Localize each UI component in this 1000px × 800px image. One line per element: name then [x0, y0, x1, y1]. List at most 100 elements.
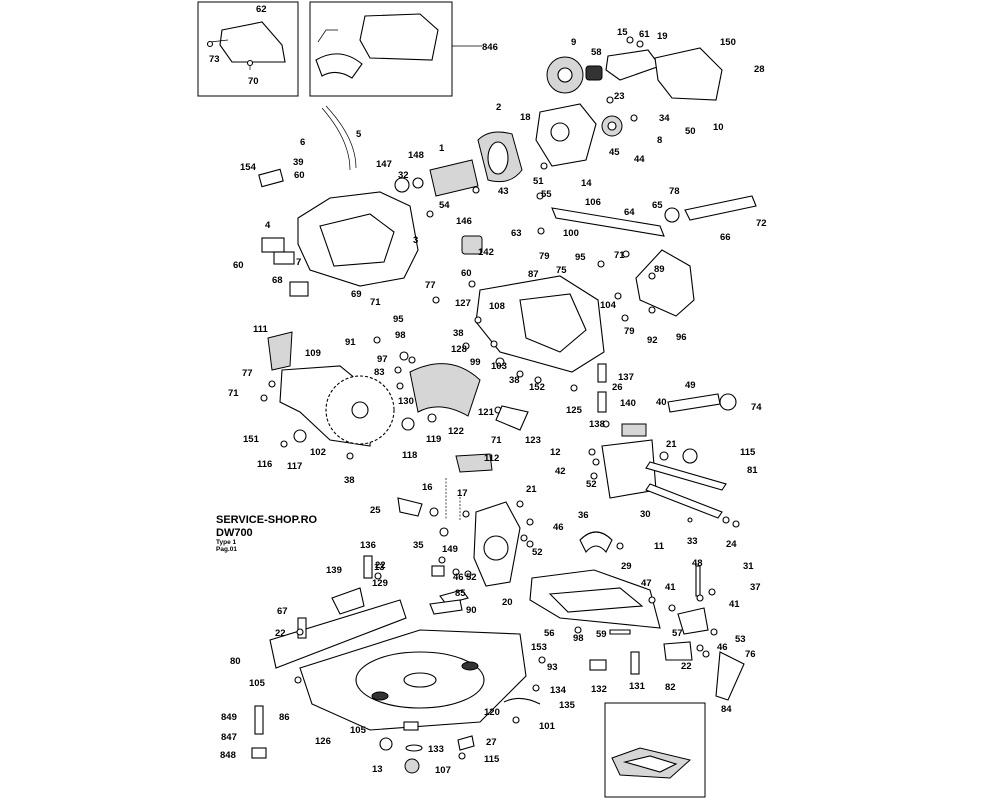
callout-1: 1	[439, 143, 445, 154]
callout-119: 119	[426, 434, 441, 445]
callout-95: 95	[575, 252, 586, 263]
callout-2: 2	[496, 102, 501, 113]
callout-106: 106	[585, 197, 601, 208]
callout-77: 77	[242, 368, 253, 379]
armature-1	[429, 159, 479, 197]
callout-74: 74	[751, 402, 762, 413]
callout-20: 20	[502, 597, 513, 608]
callout-149: 149	[442, 544, 458, 555]
knob-112	[455, 453, 493, 473]
callout-38: 38	[344, 475, 355, 486]
callout-7: 7	[296, 257, 301, 268]
callout-111: 111	[253, 324, 269, 335]
callout-19: 19	[657, 31, 668, 42]
brush-cap	[289, 281, 309, 297]
callout-9: 9	[571, 37, 576, 48]
callout-46: 46	[453, 572, 464, 583]
callout-151: 151	[243, 434, 260, 445]
callout-71: 71	[614, 250, 625, 261]
page-label: Pag.01	[216, 546, 237, 553]
callout-133: 133	[428, 744, 444, 755]
callout-99: 99	[470, 357, 481, 368]
scale-36	[579, 531, 613, 553]
callout-90: 90	[466, 605, 477, 616]
link-106	[551, 207, 665, 237]
callout-105: 105	[350, 725, 367, 736]
callout-126: 126	[315, 736, 331, 747]
callout-27: 27	[486, 737, 497, 748]
callout-101: 101	[539, 721, 556, 732]
callout-66: 66	[720, 232, 731, 243]
callout-26: 26	[612, 382, 623, 393]
callout-43: 43	[498, 186, 509, 197]
latch-92	[635, 249, 695, 317]
callout-153: 153	[531, 642, 547, 653]
callout-846: 846	[482, 42, 498, 53]
callout-138: 138	[589, 419, 605, 430]
callout-92: 92	[647, 335, 658, 346]
callout-849: 849	[221, 712, 237, 723]
callout-140: 140	[620, 398, 636, 409]
callout-136: 136	[360, 540, 376, 551]
callout-53: 53	[735, 634, 746, 645]
callout-67: 67	[277, 606, 288, 617]
callout-31: 31	[743, 561, 754, 572]
callout-47: 47	[641, 578, 652, 589]
callout-58: 58	[591, 47, 602, 58]
callout-125: 125	[566, 405, 583, 416]
callout-23: 23	[614, 91, 625, 102]
callout-35: 35	[413, 540, 424, 551]
callout-59: 59	[596, 629, 607, 640]
callout-100: 100	[563, 228, 579, 239]
callout-57: 57	[672, 628, 683, 639]
bolt-849	[254, 705, 264, 735]
callout-71: 71	[370, 297, 381, 308]
callout-71: 71	[491, 435, 502, 446]
callout-134: 134	[550, 685, 567, 696]
callout-87: 87	[528, 269, 539, 280]
bushing-26	[621, 423, 647, 437]
model-title: DW700	[216, 527, 253, 539]
callout-69: 69	[351, 289, 362, 300]
callout-60: 60	[461, 268, 472, 279]
callout-24: 24	[726, 539, 737, 550]
callout-76: 76	[745, 649, 756, 660]
callout-29: 29	[621, 561, 632, 572]
callout-115: 115	[740, 447, 756, 458]
label-154	[258, 168, 284, 188]
callout-25: 25	[370, 505, 381, 516]
callout-65: 65	[652, 200, 663, 211]
callout-80: 80	[230, 656, 241, 667]
pivot-pin-49	[667, 393, 721, 413]
callout-85: 85	[455, 588, 466, 599]
callout-75: 75	[556, 265, 567, 276]
callout-52: 52	[532, 547, 543, 558]
callout-71: 71	[228, 388, 239, 399]
callout-12: 12	[550, 447, 561, 458]
shaft-66	[684, 195, 757, 221]
dust-spout-111	[267, 331, 293, 371]
callout-37: 37	[750, 582, 761, 593]
callout-22: 22	[375, 560, 386, 571]
callout-98: 98	[573, 633, 584, 644]
callout-22: 22	[681, 661, 692, 672]
callout-132: 132	[591, 684, 607, 695]
callout-86: 86	[279, 712, 290, 723]
inset-836-box	[604, 702, 706, 798]
callout-77: 77	[425, 280, 436, 291]
callout-137: 137	[618, 372, 634, 383]
callout-52: 52	[586, 479, 597, 490]
callout-15: 15	[617, 27, 628, 38]
callout-122: 122	[448, 426, 464, 437]
callout-42: 42	[555, 466, 566, 477]
callout-146: 146	[456, 216, 472, 227]
callout-104: 104	[600, 300, 617, 311]
callout-847: 847	[221, 732, 237, 743]
callout-28: 28	[754, 64, 765, 75]
callout-107: 107	[435, 765, 451, 776]
inset-846-box	[309, 1, 453, 97]
callout-41: 41	[665, 582, 676, 593]
lower-guard-link	[315, 53, 363, 79]
detent-82	[663, 641, 693, 661]
shop-title: SERVICE-SHOP.RO	[216, 514, 318, 526]
